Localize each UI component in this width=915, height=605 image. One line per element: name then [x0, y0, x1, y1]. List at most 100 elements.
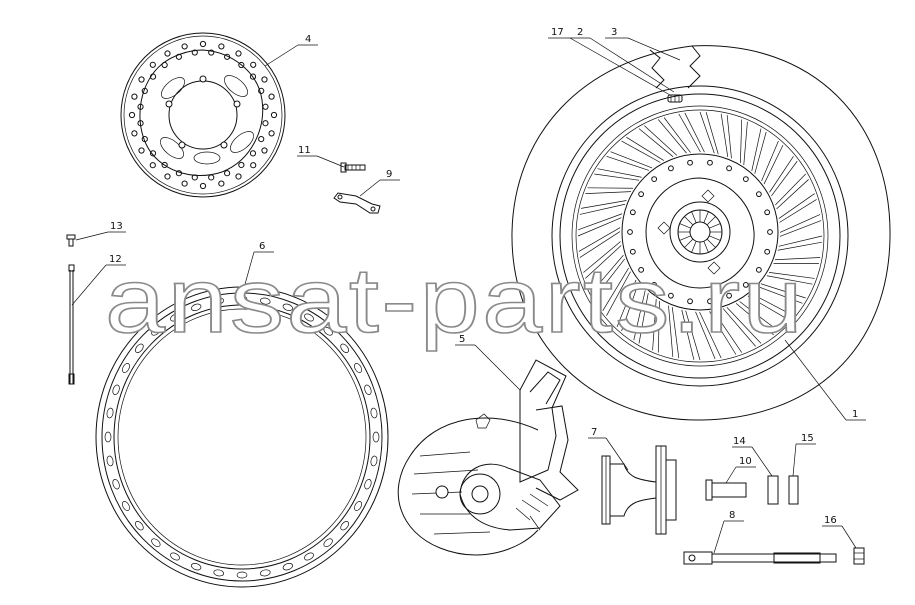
disc-hole — [131, 93, 138, 100]
wheel-disc-hole — [726, 292, 732, 299]
wheel-disc-hole — [668, 292, 674, 299]
rim-spoke-hole — [135, 521, 144, 531]
wheel-spoke — [652, 298, 657, 351]
watermark-text: ansat-parts.ru — [105, 250, 805, 352]
hub-spline — [679, 235, 691, 241]
wheel-spoke — [644, 125, 678, 156]
wheel-spoke — [776, 179, 809, 210]
rim-spoke-hole — [213, 569, 225, 577]
wheel-spoke — [583, 241, 621, 273]
wheel-spoke — [633, 290, 646, 341]
wheel-spoke — [678, 113, 701, 153]
disc-hole — [218, 180, 225, 187]
hub-spline — [691, 241, 697, 253]
wheel-spoke — [606, 271, 631, 316]
brake-disc-part — [120, 32, 286, 198]
wheel-disc-hole — [755, 191, 762, 198]
rim-spoke-hole — [259, 297, 271, 305]
rim-spoke-hole — [304, 313, 314, 322]
wheel-spoke — [760, 283, 806, 299]
disc-hole — [149, 150, 157, 157]
wheel-spoke — [779, 199, 817, 223]
spacer-15-part — [788, 475, 799, 505]
wheel-spoke — [750, 293, 794, 317]
wheel-spoke — [726, 115, 732, 159]
disc-hole — [250, 162, 257, 169]
disc-hole — [191, 174, 198, 181]
rim-spoke-hole — [323, 326, 333, 336]
rim-spoke-hole — [151, 538, 161, 548]
wheel-disc-hole — [707, 159, 713, 166]
rim-spoke-hole — [364, 384, 372, 395]
wheel-spoke — [616, 279, 637, 328]
wheel-spoke — [769, 272, 815, 279]
rim-spoke-hole — [170, 313, 180, 322]
wheel-spoke — [594, 258, 625, 299]
wheel-spoke — [591, 254, 624, 293]
rim-spoke-hole — [304, 552, 314, 561]
callout-10: 10 — [739, 456, 752, 467]
wheel-spoke — [684, 112, 705, 153]
wheel-spoke — [722, 308, 756, 347]
wheel-spoke — [657, 301, 660, 353]
disc-hole — [181, 43, 188, 50]
callout-13: 13 — [110, 221, 123, 232]
hub-spline — [691, 211, 697, 223]
disc-hole — [138, 76, 145, 83]
rim-spoke-hole — [191, 563, 202, 571]
wheel-spoke — [771, 160, 798, 197]
sleeve-10-part — [705, 479, 747, 501]
rim-spoke-hole — [340, 521, 349, 531]
rim-spoke-hole — [323, 538, 333, 548]
rim-spoke-hole — [104, 431, 112, 443]
hub-spline — [706, 216, 716, 226]
wheel-spoke — [578, 227, 621, 252]
wheel-spoke — [638, 128, 674, 157]
callout-11: 11 — [298, 145, 311, 156]
callout-4: 4 — [305, 34, 311, 45]
wheel-spoke — [739, 301, 779, 332]
disc-hole — [262, 103, 269, 110]
rim-spoke-hole — [340, 343, 349, 353]
rim-spoke-hole — [106, 455, 114, 467]
wheel-spoke — [766, 275, 813, 285]
wheel-spoke — [769, 156, 794, 193]
hub-spline — [706, 238, 716, 248]
wheel-spoke — [775, 257, 821, 261]
wheel-spoke — [578, 213, 623, 231]
wheel-spoke — [777, 241, 822, 251]
wheel-spoke — [621, 140, 661, 163]
callout-7: 7 — [591, 427, 597, 438]
rim-spoke-hole — [370, 455, 378, 467]
disc-hole — [218, 43, 225, 50]
wheel-spoke — [585, 245, 622, 279]
disc-hole — [250, 61, 257, 68]
hub-spline — [709, 235, 721, 241]
rim-spoke-hole — [372, 431, 380, 443]
rim-spoke-hole — [370, 407, 378, 419]
disc-hole — [238, 161, 245, 169]
disc-hole — [149, 61, 156, 68]
disc-hole — [258, 136, 265, 143]
hub-spline — [679, 223, 691, 229]
wheel-spoke — [778, 193, 815, 219]
callout-8: 8 — [729, 510, 735, 521]
wheel-disc-hole — [687, 298, 693, 305]
wheel-disc-hole — [742, 176, 749, 182]
wheel-spoke — [621, 282, 639, 332]
wheel-spoke — [685, 310, 701, 361]
wheel-spoke — [726, 307, 762, 344]
rim-spoke-hole — [106, 407, 114, 419]
disc-hole — [261, 76, 268, 83]
wheel-disc-hole — [651, 282, 658, 288]
wheel-spoke — [747, 295, 790, 321]
wheel-spoke — [594, 173, 640, 181]
disc-hole — [199, 182, 207, 190]
rim-spoke-hole — [121, 501, 130, 511]
disc-hole — [164, 50, 171, 57]
rim-spoke-hole — [213, 297, 225, 305]
callout-14: 14 — [733, 436, 746, 447]
rim-spoke-hole — [112, 384, 120, 395]
callout-1: 1 — [852, 409, 858, 420]
wheel-spoke — [610, 151, 653, 169]
